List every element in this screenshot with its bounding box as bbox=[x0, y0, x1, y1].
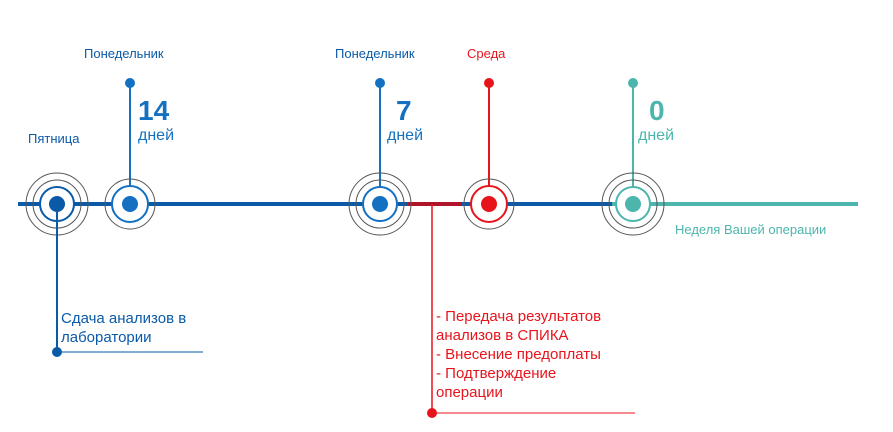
milestone-14-days bbox=[104, 78, 156, 230]
monday-7-note: - Передача результатов анализов в СПИКА … bbox=[436, 307, 601, 402]
monday-7-note-line-4: - Подтверждение bbox=[436, 365, 557, 382]
monday-7-note-line-1: - Передача результатов bbox=[436, 308, 602, 325]
day-label-monday-14: Понедельник bbox=[84, 46, 164, 61]
milestone-7-days bbox=[348, 78, 412, 236]
milestone-0-days bbox=[601, 78, 665, 236]
friday-note-line-1: Сдача анализов в bbox=[61, 310, 187, 327]
monday-7-note-line-5: операции bbox=[436, 384, 503, 401]
notes-connector-red bbox=[427, 204, 635, 418]
days-count-0: 0 bbox=[649, 95, 665, 126]
days-unit-7: дней bbox=[387, 127, 424, 144]
friday-note-line-2: лаборатории bbox=[61, 329, 152, 346]
surgery-week-caption: Неделя Вашей операции bbox=[675, 222, 827, 237]
monday-7-note-line-2: анализов в СПИКА bbox=[436, 327, 569, 344]
milestone-friday bbox=[25, 172, 203, 357]
day-label-wednesday: Среда bbox=[467, 46, 506, 61]
milestone-wednesday bbox=[463, 78, 515, 230]
friday-note: Сдача анализов в лаборатории bbox=[61, 309, 186, 347]
days-unit-14: дней bbox=[138, 127, 175, 144]
days-unit-0: дней bbox=[638, 127, 675, 144]
days-count-7: 7 bbox=[396, 95, 412, 126]
monday-7-note-line-3: - Внесение предоплаты bbox=[436, 346, 601, 363]
day-label-friday: Пятница bbox=[28, 131, 80, 146]
days-count-14: 14 bbox=[138, 95, 170, 126]
day-label-monday-7: Понедельник bbox=[335, 46, 415, 61]
